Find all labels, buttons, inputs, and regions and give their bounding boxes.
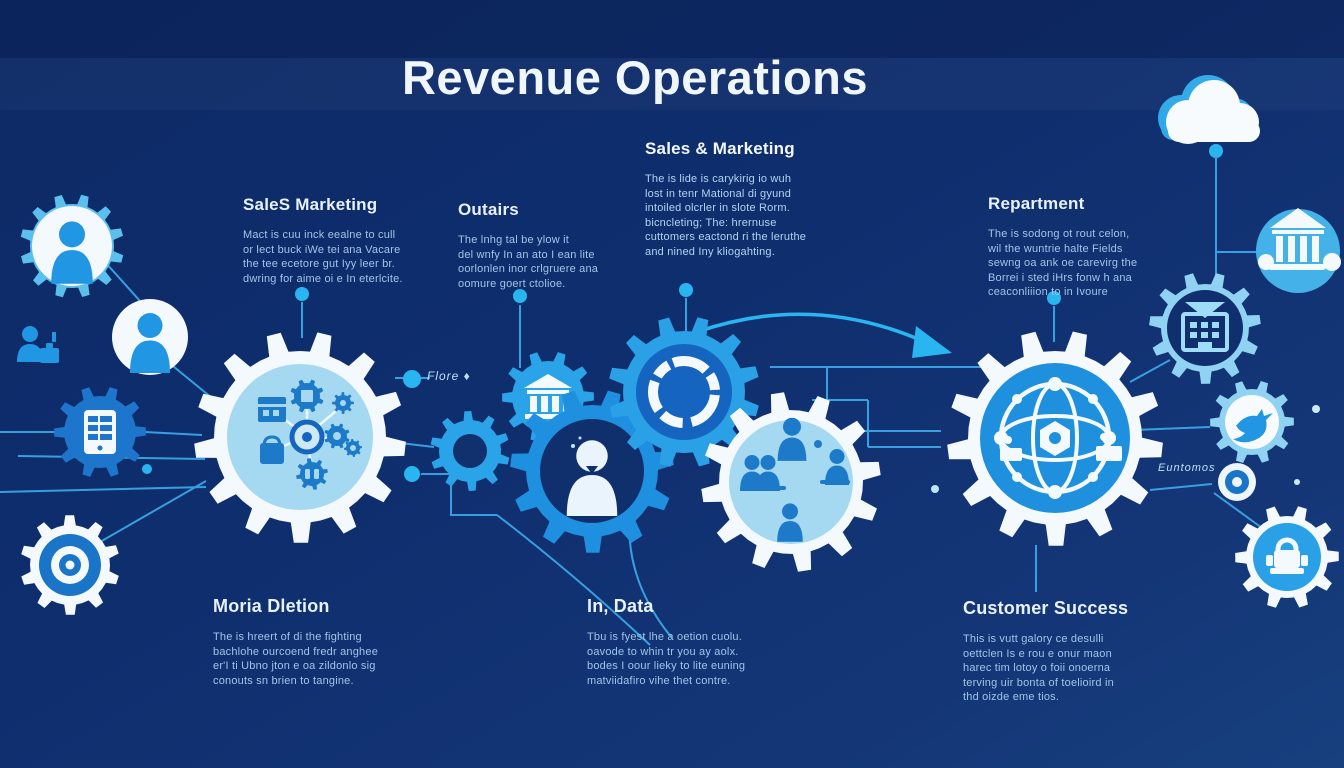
bank-icon: [1256, 208, 1341, 293]
section-heading: Repartment: [988, 194, 1085, 213]
twitter-bird-icon: [1233, 409, 1273, 443]
section-heading: Customer Success: [963, 598, 1129, 618]
section-heading: SaleS Marketing: [243, 195, 378, 214]
section-body: Tbu is fyest lhe a oetion cuolu. oavode …: [587, 631, 746, 687]
loading-ring-icon: [648, 356, 720, 428]
section-body: Mact is cuu inck eealne to cull or lect …: [243, 229, 403, 285]
rings-gear-icon: [21, 515, 119, 615]
section-customer-success: Customer Success This is vutt galory ce …: [963, 598, 1158, 705]
flow-arrow: [696, 312, 952, 358]
person-gear: [510, 390, 674, 553]
lock-gear-icon: [1235, 506, 1339, 608]
section-body: The is sodong ot rout celon, wil the wun…: [988, 228, 1138, 298]
section-sales-marketing-left: SaleS Marketing Mact is cuu inck eealne …: [243, 195, 418, 286]
briefcase-person-icon: [17, 326, 59, 363]
tool-icons: [258, 379, 362, 490]
section-sales-marketing-top: Sales & Marketing The is lide is carykir…: [645, 139, 845, 259]
outline-gear-icon: [430, 411, 510, 491]
section-body: This is vutt galory ce desulli oettclen …: [963, 633, 1114, 703]
section-in-data: In, Data Tbu is fyest lhe a oetion cuolu…: [587, 596, 772, 688]
mail-building-gear-icon: [1149, 273, 1261, 384]
section-heading: In, Data: [587, 596, 654, 616]
team-icons: [740, 417, 850, 542]
cloud-icon: [1158, 75, 1260, 144]
section-heading: Sales & Marketing: [645, 139, 795, 158]
hub-icon: [289, 419, 325, 455]
node-dots: [142, 144, 1320, 493]
target-icon: [1218, 463, 1256, 501]
page-title: Revenue Operations: [401, 51, 869, 104]
section-heading: Outairs: [458, 200, 519, 219]
loading-gear: [609, 317, 759, 467]
flore-label: Flore ♦: [427, 369, 471, 383]
section-moria-dletion: Moria Dletion The is hreert of di the fi…: [213, 596, 408, 688]
avatar-icon: [112, 299, 188, 375]
team-gear: [701, 392, 881, 572]
twitter-gear-icon: [1210, 381, 1294, 463]
section-repartment: Repartment The is sodong ot rout celon, …: [988, 194, 1168, 300]
section-body: The is lide is carykirig io wuh lost in …: [645, 173, 807, 258]
section-heading: Moria Dletion: [213, 596, 330, 616]
section-body: The is hreert of di the fighting bachloh…: [213, 631, 379, 687]
section-body: The lnhg tal be ylow it del wnfy In an a…: [458, 234, 599, 290]
euntomos-label: Euntomos: [1158, 462, 1216, 474]
tablet-gear-icon: [54, 387, 146, 477]
avatar-gear-icon: [20, 194, 124, 298]
network-gear: [947, 331, 1163, 546]
section-outairs: Outairs The lnhg tal be ylow it del wnfy…: [458, 200, 628, 291]
tools-gear: [194, 332, 406, 543]
